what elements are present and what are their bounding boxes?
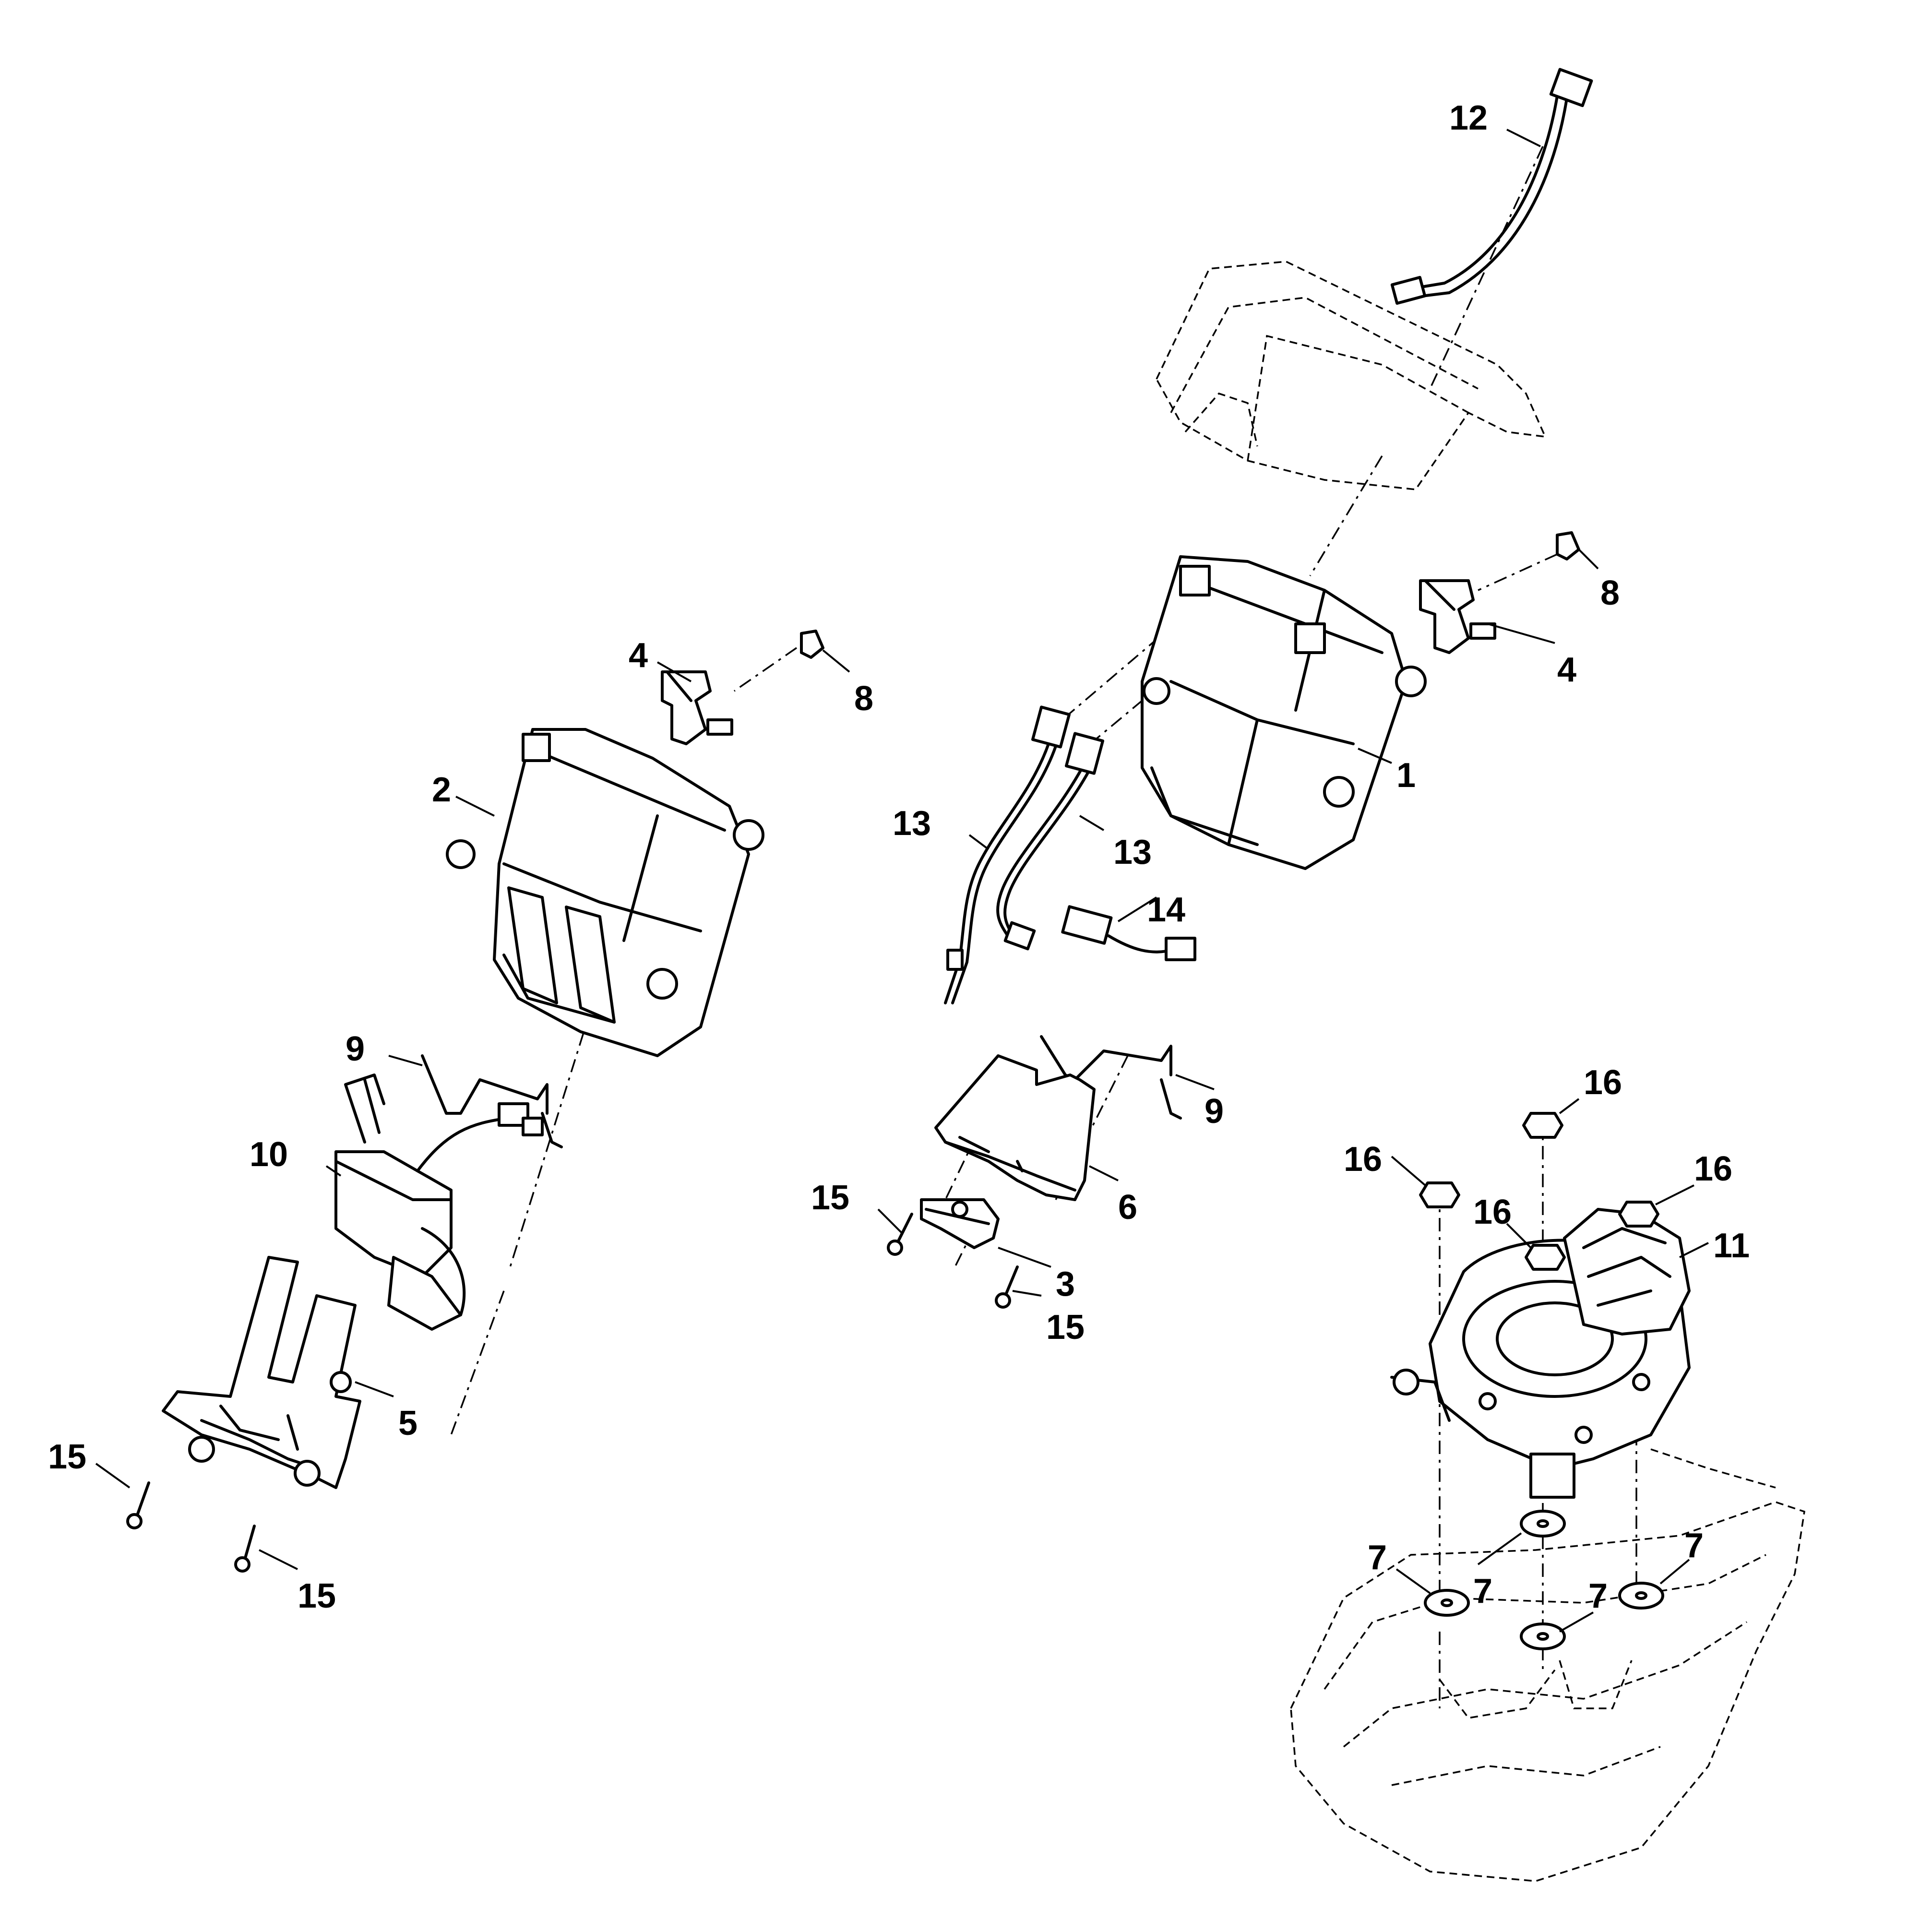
callout-10: 10 xyxy=(250,1135,288,1174)
callout-3: 3 xyxy=(1056,1265,1075,1303)
part-4-latch-left xyxy=(661,670,733,745)
part-13-wire-lead-right xyxy=(996,732,1105,951)
part-8-cap-left xyxy=(800,630,824,659)
housing-top-ghost xyxy=(1156,261,1547,490)
part-16-nut-c xyxy=(1525,1244,1566,1271)
part-15-screw-c xyxy=(126,1481,150,1529)
part-4-latch-right xyxy=(1419,579,1496,654)
callout-4-right: 4 xyxy=(1557,651,1576,689)
callout-6: 6 xyxy=(1118,1188,1137,1227)
part-14-connector-lead xyxy=(1061,905,1196,961)
callout-15-c: 15 xyxy=(48,1438,86,1476)
part-16-nut-b xyxy=(1419,1181,1460,1208)
callout-16-d: 16 xyxy=(1694,1150,1732,1188)
callout-13-right: 13 xyxy=(1113,833,1152,871)
part-15-screw-d xyxy=(234,1525,256,1573)
part-7-washer-c xyxy=(1520,1622,1566,1650)
part-9-spring-clip-left xyxy=(421,1054,563,1148)
leader-lines xyxy=(95,129,1709,1633)
part-8-cap-right xyxy=(1556,531,1580,561)
part-7-washer-a xyxy=(1424,1589,1470,1617)
callout-15-b: 15 xyxy=(1046,1308,1085,1347)
part-7-washer-b xyxy=(1520,1510,1566,1538)
callout-4-left: 4 xyxy=(629,636,648,675)
callout-5: 5 xyxy=(398,1404,417,1443)
callouts: 12 1 2 4 8 4 8 13 13 14 9 9 10 6 15 3 15… xyxy=(48,99,1750,1615)
callout-7-a: 7 xyxy=(1368,1538,1387,1577)
part-13-wire-lead-left xyxy=(944,705,1071,1004)
part-15-screw-b xyxy=(995,1265,1019,1309)
callout-7-d: 7 xyxy=(1684,1527,1704,1565)
callout-2: 2 xyxy=(432,771,451,809)
part-16-nut-a xyxy=(1522,1112,1563,1139)
callout-8-left: 8 xyxy=(854,680,873,718)
part-10-control-module xyxy=(334,1073,544,1331)
part-6-cover-plate xyxy=(934,1054,1096,1201)
callout-16-a: 16 xyxy=(1584,1063,1622,1102)
part-12-wire-harness xyxy=(1390,68,1593,305)
callout-15-a: 15 xyxy=(811,1179,849,1217)
callout-14: 14 xyxy=(1147,891,1185,929)
part-11-motor-assembly xyxy=(1390,1208,1691,1499)
callout-9-right: 9 xyxy=(1205,1092,1224,1131)
part-15-screw-a xyxy=(887,1213,913,1256)
callout-8-right: 8 xyxy=(1600,574,1620,612)
deck-base-ghost xyxy=(1290,1448,1805,1882)
callout-1: 1 xyxy=(1396,756,1416,795)
part-1-battery-compartment xyxy=(1141,555,1427,870)
callout-13-left: 13 xyxy=(893,804,931,843)
callout-12: 12 xyxy=(1449,99,1488,137)
part-5-bracket xyxy=(162,1256,361,1489)
part-7-washer-d xyxy=(1618,1582,1664,1610)
callout-7-c: 7 xyxy=(1588,1577,1608,1615)
callout-15-d: 15 xyxy=(298,1577,336,1615)
callout-16-c: 16 xyxy=(1473,1193,1512,1231)
callout-7-b: 7 xyxy=(1473,1572,1492,1610)
part-16-nut-d xyxy=(1618,1201,1659,1228)
part-2-battery-compartment xyxy=(446,728,764,1057)
callout-9-left: 9 xyxy=(346,1030,365,1068)
callout-16-b: 16 xyxy=(1344,1140,1382,1179)
callout-11: 11 xyxy=(1713,1227,1750,1265)
part-3-small-bracket xyxy=(920,1198,1000,1249)
